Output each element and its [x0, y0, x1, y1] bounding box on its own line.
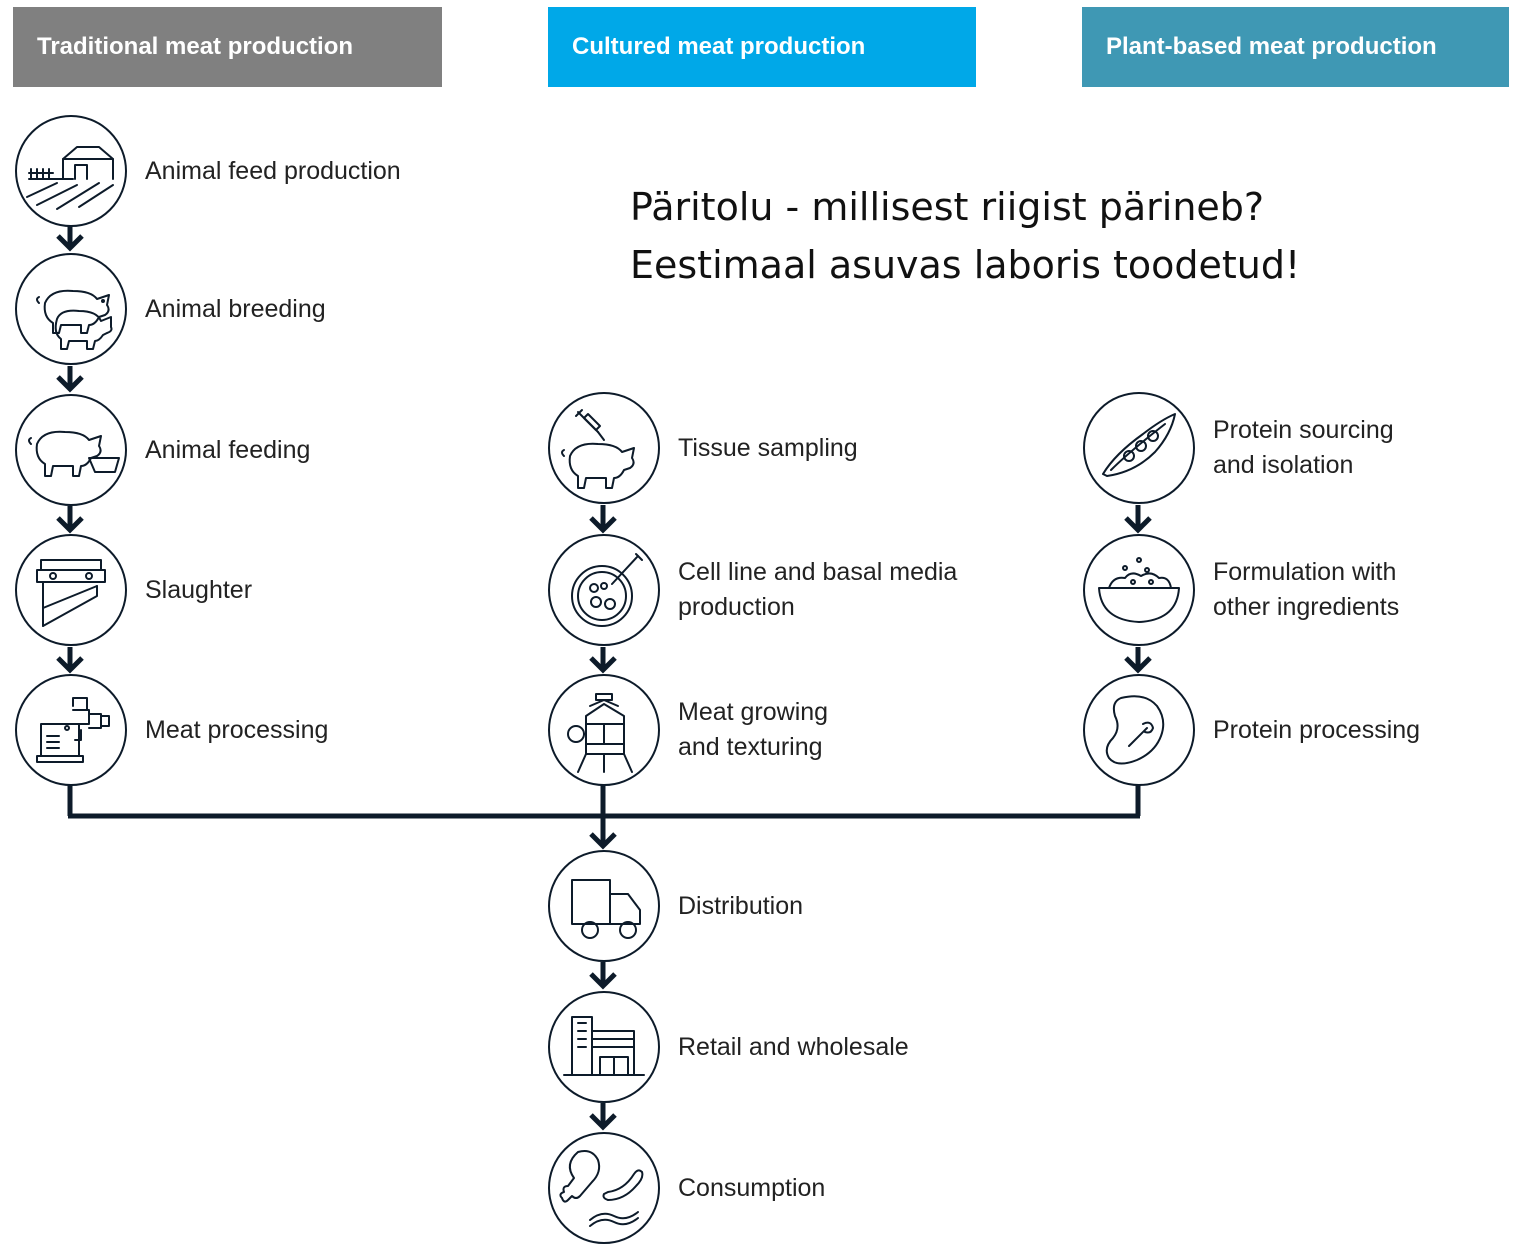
- shared-arrows: [589, 962, 617, 1131]
- step-label: Slaughter: [145, 575, 253, 604]
- origin-note-line2: Eestimaal asuvas laboris toodetud!: [630, 243, 1301, 287]
- header-traditional: Traditional meat production: [13, 7, 442, 87]
- step-label-2: other ingredients: [1213, 593, 1400, 621]
- bowl-icon: [1083, 534, 1195, 646]
- step-label: Protein processing: [1213, 715, 1421, 744]
- step-label: Distribution: [678, 891, 804, 920]
- step-label-2: and texturing: [678, 733, 823, 761]
- step-tissue-sampling: Tissue sampling: [548, 392, 968, 504]
- pig-syringe-icon: [548, 392, 660, 504]
- cultured-arrows: [589, 505, 617, 674]
- header-plant-based: Plant-based meat production: [1082, 7, 1509, 87]
- food-icon: [548, 1132, 660, 1244]
- step-label-2: and isolation: [1213, 451, 1354, 479]
- step-label: Meat growing: [678, 698, 829, 726]
- step-animal-feed-production: Animal feed production: [15, 115, 435, 227]
- step-meat-growing: Meat growing and texturing: [548, 674, 968, 786]
- step-label: Meat processing: [145, 715, 329, 744]
- step-label: Animal feed production: [145, 156, 401, 185]
- store-icon: [548, 991, 660, 1103]
- meat-grinder-icon: [15, 674, 127, 786]
- farm-icon: [15, 115, 127, 227]
- step-formulation: Formulation with other ingredients: [1083, 534, 1503, 646]
- header-cultured: Cultured meat production: [548, 7, 976, 87]
- step-label: Animal feeding: [145, 435, 311, 464]
- header-cultured-label: Cultured meat production: [572, 33, 866, 60]
- step-cell-line-production: Cell line and basal media production: [548, 534, 968, 646]
- petri-dish-icon: [548, 534, 660, 646]
- origin-note-line1: Päritolu - millisest riigist pärineb?: [630, 185, 1265, 229]
- truck-icon: [548, 850, 660, 962]
- step-retail: Retail and wholesale: [548, 991, 968, 1103]
- step-distribution: Distribution: [548, 850, 968, 962]
- origin-note: Päritolu - millisest riigist pärineb? Ee…: [630, 178, 1510, 294]
- step-protein-processing: Protein processing: [1083, 674, 1503, 786]
- step-label-2: production: [678, 593, 795, 621]
- step-protein-sourcing: Protein sourcing and isolation: [1083, 392, 1503, 504]
- steak-icon: [1083, 674, 1195, 786]
- header-traditional-label: Traditional meat production: [37, 33, 354, 60]
- step-slaughter: Slaughter: [15, 534, 435, 646]
- step-label: Retail and wholesale: [678, 1032, 909, 1061]
- step-label: Consumption: [678, 1173, 826, 1202]
- plant-arrows: [1124, 505, 1152, 674]
- pea-pod-icon: [1083, 392, 1195, 504]
- bioreactor-icon: [548, 674, 660, 786]
- traditional-arrows: [56, 225, 84, 674]
- step-label: Protein sourcing: [1213, 416, 1394, 444]
- step-label: Tissue sampling: [678, 433, 858, 462]
- step-animal-feeding: Animal feeding: [15, 394, 435, 506]
- step-consumption: Consumption: [548, 1132, 968, 1244]
- pig-trough-icon: [15, 394, 127, 506]
- step-label: Animal breeding: [145, 294, 326, 323]
- slaughter-icon: [15, 534, 127, 646]
- header-plant-label: Plant-based meat production: [1106, 33, 1437, 60]
- pigs-icon: [15, 253, 127, 365]
- step-label: Formulation with: [1213, 558, 1397, 586]
- step-meat-processing: Meat processing: [15, 674, 435, 786]
- step-animal-breeding: Animal breeding: [15, 253, 435, 365]
- merge-connector: [67, 785, 1141, 850]
- step-label: Cell line and basal media: [678, 558, 958, 586]
